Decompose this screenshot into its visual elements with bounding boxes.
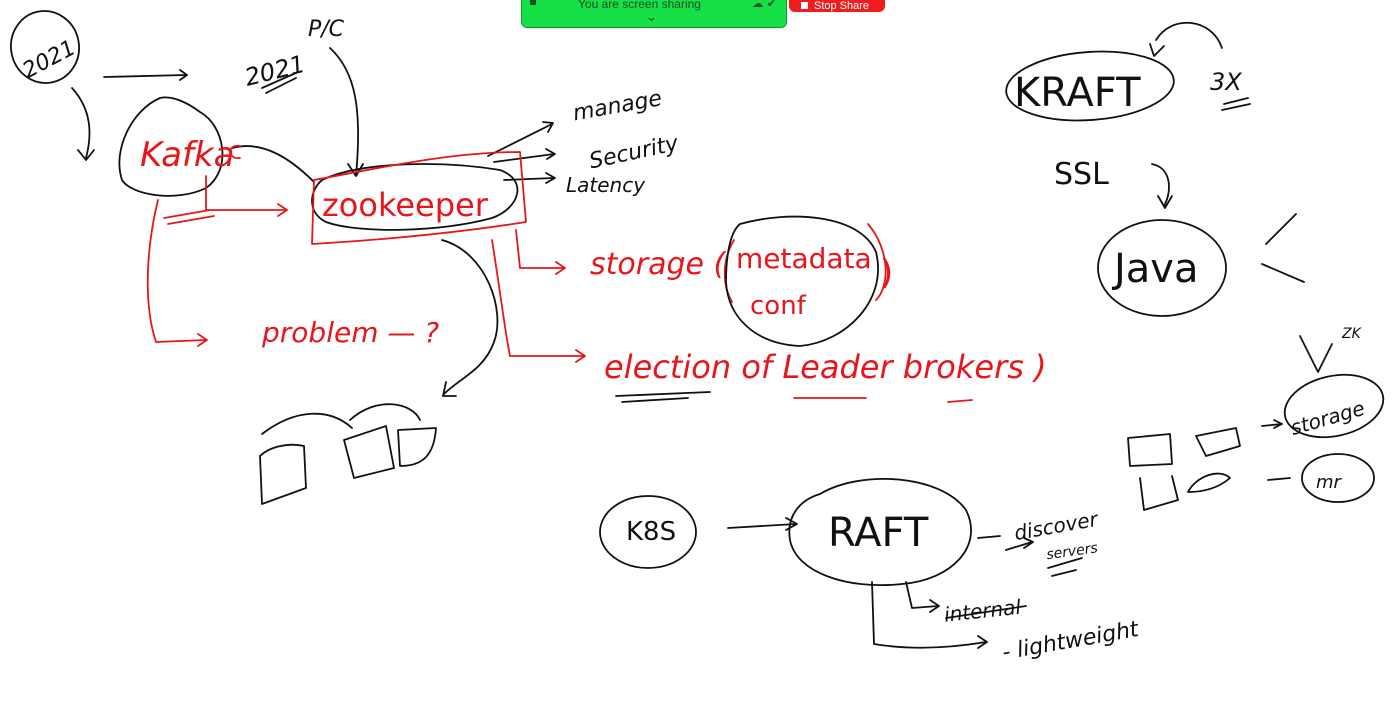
- year-underlined-text: 2021: [242, 50, 308, 92]
- arrow-to-storage: [1261, 419, 1283, 429]
- link-kafka-zookeeper: [231, 145, 315, 183]
- right-box-2: [1195, 427, 1241, 457]
- arrow-kraft-loop: [1149, 21, 1223, 57]
- year-circled-text: 2021: [19, 35, 80, 83]
- year-circle: [10, 10, 80, 84]
- discover-text: discover: [1012, 507, 1101, 546]
- broker-box-3: [397, 427, 437, 467]
- mr-text: mr: [1316, 472, 1343, 493]
- conf-text: conf: [750, 291, 807, 321]
- arrow-plc: [329, 47, 364, 177]
- arrow-kafka-zookeeper: [205, 175, 288, 217]
- stop-share-button[interactable]: Stop Share: [789, 0, 885, 12]
- java-side-strokes: [1261, 213, 1305, 283]
- arrow-lightweight: [871, 581, 988, 649]
- mr-ellipse: [1301, 453, 1375, 503]
- arrow-election: [491, 239, 586, 363]
- arrow-internal: [905, 581, 940, 613]
- grip-icon[interactable]: [530, 0, 536, 5]
- raft-ellipse: [788, 477, 972, 586]
- arrow-manage: [487, 121, 554, 157]
- zk-text: ZK: [1341, 326, 1363, 342]
- metadata-text: metadata: [736, 242, 872, 275]
- zk-lines: [1299, 335, 1333, 373]
- underline-internal: [945, 605, 1027, 619]
- java-ellipse: [1097, 219, 1227, 317]
- arrow-problem: [146, 199, 208, 347]
- problem-text: problem — ?: [261, 316, 439, 349]
- arrow-ssl-java: [1151, 163, 1173, 209]
- arrow-year-to-kafka: [71, 87, 95, 161]
- broker-box-2: [343, 425, 395, 479]
- kafka-text: Kafka: [140, 135, 234, 175]
- zookeeper-rect: [311, 151, 527, 245]
- kafka-underline: [163, 209, 215, 225]
- ssl-text: SSL: [1054, 157, 1109, 192]
- brokers-underline: [947, 399, 973, 403]
- right-box-3: [1139, 475, 1179, 511]
- metadata-paren-l: [723, 239, 735, 303]
- servers-text: servers: [1045, 540, 1098, 563]
- broker-box-1: [259, 443, 307, 505]
- storage-right-text: storage: [1288, 396, 1368, 440]
- arrow-latency: [503, 172, 556, 184]
- screen-share-bar[interactable]: You are screen sharing ☁ ✔ ⌄: [521, 0, 787, 28]
- kraft-ellipse: [1005, 50, 1175, 122]
- k8s-ellipse: [599, 495, 697, 569]
- java-text: Java: [1111, 246, 1199, 292]
- year-underline: [261, 71, 299, 94]
- link-zookeeper-brokers: [441, 239, 499, 397]
- three-x-text: 3X: [1210, 68, 1242, 96]
- dash-mr: [1267, 477, 1291, 481]
- manage-text: manage: [571, 86, 664, 126]
- screen-share-status: You are screen sharing: [578, 0, 701, 11]
- security-text: Security: [587, 131, 682, 174]
- stop-share-label: Stop Share: [814, 0, 870, 12]
- k8s-text: K8S: [626, 517, 676, 547]
- right-arc: [1187, 472, 1231, 493]
- right-box-1: [1127, 433, 1173, 467]
- underline-servers: [1047, 557, 1083, 577]
- zookeeper-ellipse: [311, 163, 519, 231]
- arrow-top: [103, 69, 188, 81]
- kafka-bracket: [229, 145, 241, 159]
- election-underline: [615, 391, 711, 403]
- metadata-circle: [725, 215, 879, 347]
- stop-icon: [801, 2, 808, 9]
- raft-text: RAFT: [828, 510, 929, 556]
- kraft-text: KRAFT: [1014, 70, 1141, 116]
- storage-right-ellipse: [1283, 373, 1385, 439]
- arrow-k8s-raft: [727, 517, 798, 531]
- latency-text: Latency: [566, 173, 646, 197]
- arrow-security: [493, 148, 556, 163]
- broker-arcs: [261, 403, 421, 435]
- zookeeper-text: zookeeper: [322, 186, 489, 224]
- internal-text: internal: [943, 595, 1023, 627]
- underline-3x: [1221, 97, 1251, 111]
- arrow-storage: [515, 229, 566, 275]
- metadata-paren-r: [867, 223, 887, 301]
- close-paren-text: ): [880, 253, 893, 293]
- share-status-icons: ☁ ✔: [752, 0, 776, 10]
- storage-text: storage (: [590, 247, 727, 282]
- lightweight-text: - lightweight: [1000, 617, 1141, 666]
- election-text: election of Leader brokers ): [604, 348, 1047, 386]
- chevron-down-icon[interactable]: ⌄: [646, 10, 657, 25]
- arrow-discover: [977, 535, 1034, 551]
- plc-text: P/C: [308, 17, 345, 42]
